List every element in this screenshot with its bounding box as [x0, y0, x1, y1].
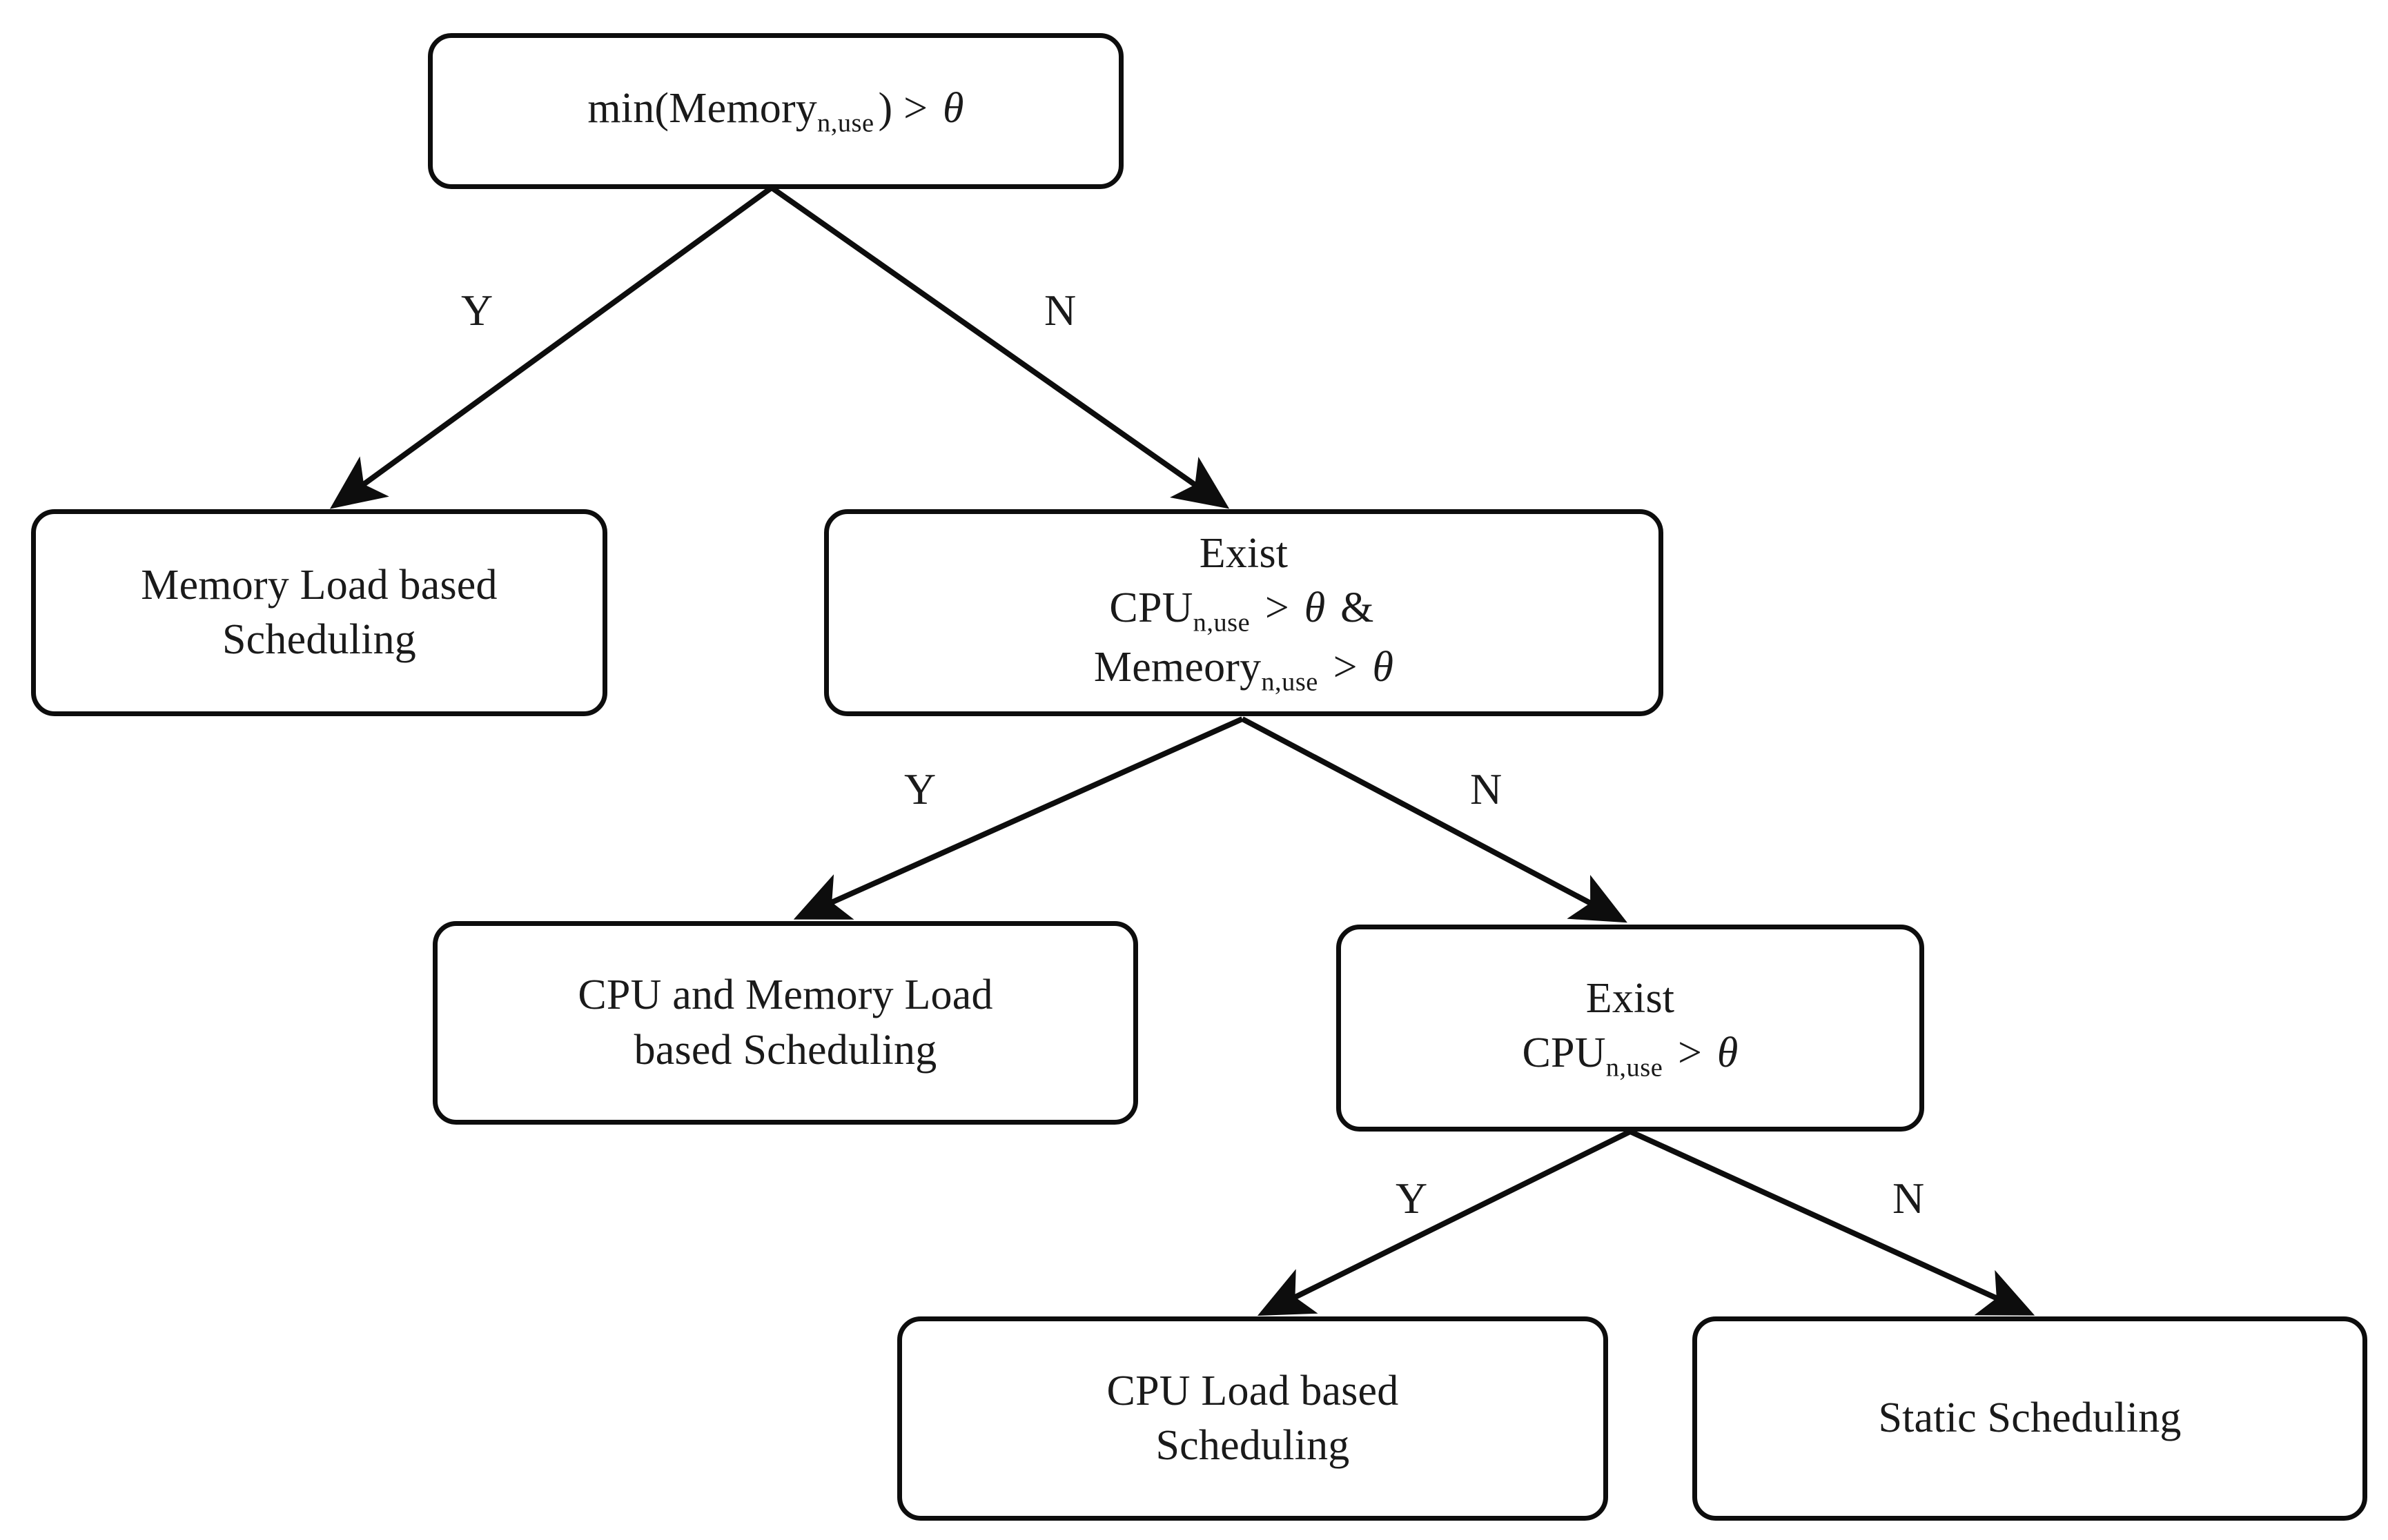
edge-label-exist-both-yes: Y — [904, 764, 937, 813]
edge-exist-cpu-no — [1629, 1129, 2035, 1316]
edge-label-exist-cpu-no: N — [1892, 1174, 1925, 1223]
node-static-scheduling-label: Static Scheduling — [1878, 1394, 2182, 1442]
node-root-memory-check-label: min(Memoryn,use) > θ — [587, 85, 964, 138]
edge-root-yes — [329, 185, 774, 509]
edge-root-no — [770, 185, 1230, 509]
node-static-scheduling[interactable]: Static Scheduling — [1692, 1316, 2367, 1521]
edge-label-root-yes: Y — [461, 286, 493, 335]
edge-exist-both-yes — [793, 716, 1244, 920]
edge-exist-both-no — [1241, 716, 1627, 923]
edge-label-exist-both-no: N — [1470, 764, 1503, 813]
edge-label-exist-cpu-yes: Y — [1396, 1174, 1428, 1223]
node-root-memory-check[interactable]: min(Memoryn,use) > θ — [428, 33, 1124, 189]
edge-exist-cpu-yes — [1257, 1129, 1632, 1316]
edge-label-root-no: N — [1044, 286, 1077, 335]
